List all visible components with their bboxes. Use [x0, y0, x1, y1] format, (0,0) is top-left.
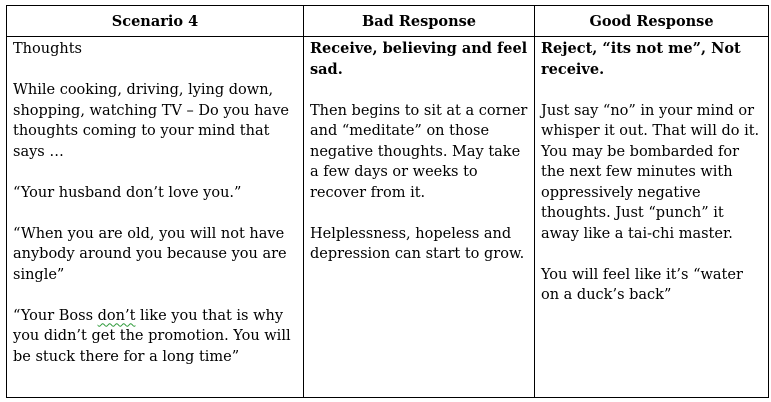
quote-boss-start: “Your Boss: [13, 307, 98, 324]
good-response-cell: Reject, “its not me”, Not receive. Just …: [534, 36, 769, 398]
scenario-title: Thoughts: [13, 41, 82, 57]
scenario-table: Scenario 4 Bad Response Good Response Th…: [6, 5, 769, 398]
scenario-quote-husband: “Your husband don’t love you.”: [13, 184, 242, 201]
scenario-cell: Thoughts While cooking, driving, lying d…: [6, 36, 304, 398]
grammar-flag-word: don’t: [97, 307, 136, 324]
good-response-outcome: You will feel like it’s “water on a duck…: [541, 266, 743, 304]
header-row: Scenario 4 Bad Response Good Response: [6, 5, 769, 37]
good-response-heading: Reject, “its not me”, Not receive.: [541, 40, 741, 78]
content-row: Thoughts While cooking, driving, lying d…: [6, 36, 769, 398]
good-response-description: Just say “no” in your mind or whisper it…: [541, 102, 760, 242]
bad-response-description: Then begins to sit at a corner and “medi…: [310, 102, 528, 201]
bad-response-cell: Receive, believing and feel sad. Then be…: [303, 36, 535, 398]
scenario-quote-boss: “Your Boss don’t like you that is why yo…: [13, 306, 297, 368]
scenario-intro: While cooking, driving, lying down, shop…: [13, 82, 289, 160]
quote-boss-end: like you that is why you didn’t get the …: [13, 307, 291, 365]
scenario-quote-old: “When you are old, you will not have any…: [13, 225, 287, 283]
header-bad-response: Bad Response: [303, 5, 535, 37]
bad-response-consequence: Helplessness, hopeless and depression ca…: [310, 225, 525, 263]
header-scenario: Scenario 4: [6, 5, 304, 37]
bad-response-heading: Receive, believing and feel sad.: [310, 40, 528, 78]
header-good-response: Good Response: [534, 5, 769, 37]
